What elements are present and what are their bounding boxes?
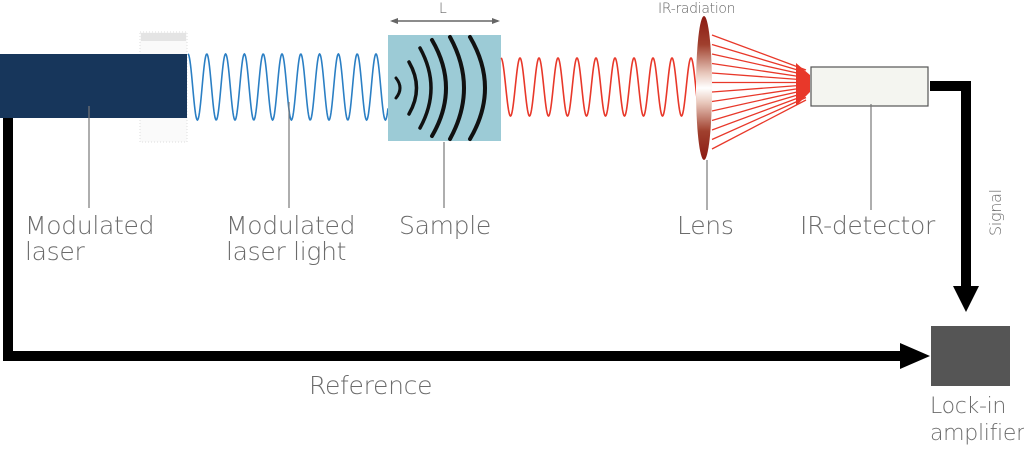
reference-arrowhead — [900, 343, 930, 369]
label-ir-detector: IR-detector — [800, 211, 936, 240]
ray-focus — [796, 63, 810, 106]
ir-ray — [711, 84, 807, 93]
label-reference: Reference — [309, 371, 433, 400]
ir-ray — [711, 34, 807, 71]
reference-wire — [3, 118, 905, 361]
ir-ray — [711, 94, 807, 131]
thermal-wave-arcs — [394, 35, 487, 141]
ir-ray — [711, 53, 807, 76]
signal-wire — [930, 81, 971, 290]
ir-ray — [711, 72, 807, 81]
ir-ray — [711, 89, 807, 112]
ir-ray — [711, 43, 807, 74]
ir-ray — [711, 96, 807, 141]
label-length: L — [439, 1, 447, 17]
ir-ray — [711, 62, 807, 79]
ir-detector — [810, 66, 929, 107]
signal-arrowhead — [953, 286, 979, 312]
lens — [696, 16, 712, 160]
ir-ray — [711, 91, 807, 122]
label-lens: Lens — [677, 211, 734, 240]
label-sample: Sample — [399, 211, 491, 240]
label-signal: Signal — [986, 189, 1005, 236]
ir-ray — [711, 99, 807, 150]
ir-rays — [711, 34, 807, 150]
modulated-laser-light-wave — [187, 52, 389, 122]
label-ir-radiation: IR-radiation — [658, 1, 736, 17]
lock-in-amplifier — [931, 326, 1010, 386]
ir-ray — [711, 86, 807, 103]
ir-wave — [500, 56, 705, 118]
leader-lines — [88, 102, 872, 210]
modulated-laser — [0, 54, 187, 118]
